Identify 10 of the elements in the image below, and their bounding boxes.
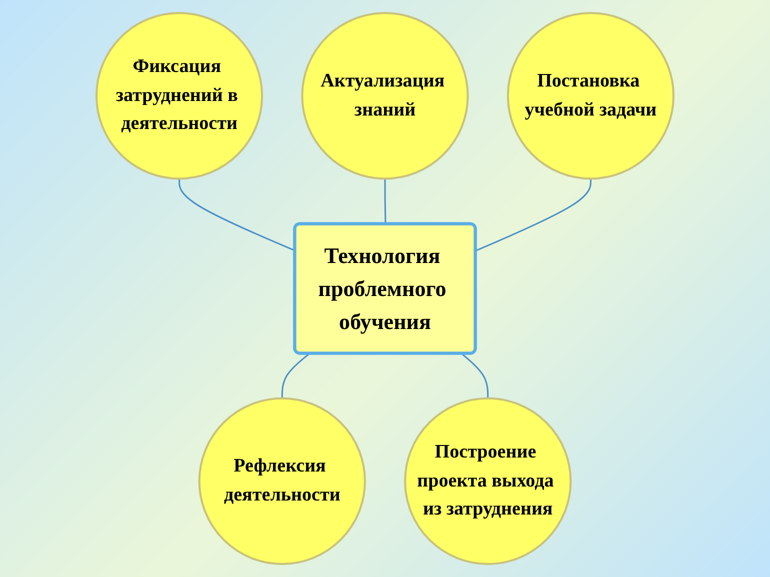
node-circle: Фиксация затруднений в деятельности xyxy=(95,12,264,180)
node-circle: Актуализация знаний xyxy=(301,12,469,180)
connector xyxy=(178,178,296,252)
connector xyxy=(461,353,489,398)
node-circle: Построение проекта выхода из затруднения xyxy=(404,397,572,565)
connector xyxy=(281,353,310,398)
connector xyxy=(476,178,592,252)
node-circle: Постановка учебной задачи xyxy=(506,12,675,180)
node-circle: Рефлексия деятельности xyxy=(198,397,366,565)
connector xyxy=(384,178,386,224)
